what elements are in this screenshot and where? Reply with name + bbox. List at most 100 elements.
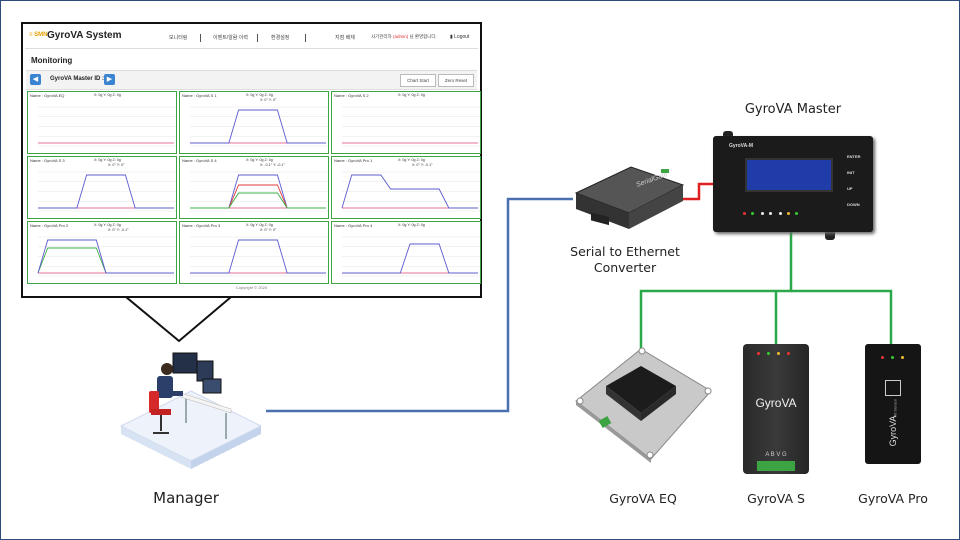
- panel-angle-readout: X: 0° Y: -0.1°: [108, 228, 129, 232]
- panel-plot: [342, 236, 480, 277]
- panel-plot: [190, 106, 328, 147]
- menu-event-history[interactable]: 이벤트/알람 이력: [213, 35, 248, 41]
- panel-name: Name : GyroVA Pro 2: [30, 223, 69, 228]
- gyrova-pro-device: GyroVA Tilt Sensor: [865, 344, 921, 464]
- panel-angle-readout: X: 0° Y: 0°: [108, 163, 125, 167]
- panel-plot: [38, 171, 176, 212]
- panel-readout: X: 0g Y: 0g Z: 0g: [94, 223, 121, 227]
- status-led: [761, 212, 764, 215]
- panel-name: Name : GyroVA S 2: [334, 93, 369, 98]
- series-line: [341, 174, 478, 209]
- panel-name: Name : GyroVA Pro 3: [182, 223, 221, 228]
- master-lcd-display: [745, 158, 833, 192]
- panel-readout: X: 0g Y: 0g Z: 0g: [246, 223, 273, 227]
- status-led: [795, 212, 798, 215]
- chart-panel: Name : GyroVA Pro 4 X: 0g Y: 0g Z: 0g: [331, 221, 481, 284]
- terminal-block: [757, 461, 795, 471]
- callout-pointer: [125, 296, 232, 343]
- master-title: GyroVA-M: [729, 143, 754, 149]
- gyrova-s-device: GyroVA A B V G: [743, 344, 809, 474]
- status-led: [751, 212, 754, 215]
- gyrova-eq-device: [575, 347, 712, 463]
- panel-plot: [190, 236, 328, 277]
- bus-line: [639, 232, 793, 353]
- bus-line-gyropro: [791, 289, 893, 344]
- pro-label: GyroVA Pro: [858, 491, 928, 506]
- panel-readout: X: 0g Y: 0g Z: 0g: [246, 93, 273, 97]
- init-key: INIT: [847, 170, 855, 175]
- pro-logo-icon: [885, 380, 901, 396]
- chart-panel: Name : GyroVA EQ X: 0g Y: 0g Z: 0g: [27, 91, 177, 154]
- status-led: [787, 212, 790, 215]
- gyropro-subtext: Tilt Sensor: [892, 399, 898, 418]
- app-logo: ≡ SMN: [29, 32, 48, 38]
- series-line: [190, 109, 326, 144]
- copyright: Copyright © 2020: [235, 285, 268, 290]
- chart-panel: Name : GyroVA S 2 X: 0g Y: 0g Z: 0g: [331, 91, 481, 154]
- gyrova-master-device: GyroVA-M ENTER INIT UP DOWN: [713, 136, 873, 232]
- user-greeting: 사기관리자 (admin) 님 환영합니다.: [371, 34, 437, 39]
- panel-readout: X: 0g Y: 0g Z: 0g: [398, 223, 425, 227]
- panel-angle-readout: X: 0° Y: 0°: [260, 98, 277, 102]
- status-led: [779, 212, 782, 215]
- status-led: [743, 212, 746, 215]
- down-key: DOWN: [847, 202, 860, 207]
- panel-readout: X: 0g Y: 0g Z: 0g: [398, 93, 425, 97]
- panel-readout: X: 0g Y: 0g Z: 0g: [246, 158, 273, 162]
- panel-name: Name : GyroVA S 1: [182, 93, 217, 98]
- menu-settings[interactable]: 환경설정: [271, 35, 290, 41]
- series-line: [37, 239, 174, 274]
- eq-label: GyroVA EQ: [609, 491, 677, 506]
- prev-master-button[interactable]: ◀: [30, 74, 41, 85]
- series-line: [190, 192, 326, 209]
- panel-plot: [341, 171, 480, 212]
- panel-angle-readout: X: -0.1° Y: -0.1°: [260, 163, 285, 167]
- monitoring-screen-callout: ≡ SMN GyroVA System 모니터링 이벤트/알람 이력 환경설정 …: [21, 22, 482, 298]
- panel-plot: [38, 106, 176, 147]
- control-bar: ◀ GyroVA Master ID : 1 ▶ Chart Start Zer…: [26, 70, 477, 90]
- s-label: GyroVA S: [747, 491, 805, 506]
- master-id-label: GyroVA Master ID : 1: [50, 76, 110, 82]
- menu-monitoring[interactable]: 모니터링: [169, 35, 188, 41]
- manager-illustration: [119, 352, 263, 469]
- chart-start-button[interactable]: Chart Start: [400, 74, 436, 87]
- status-led: [769, 212, 772, 215]
- panel-readout: X: 0g Y: 0g Z: 0g: [94, 158, 121, 162]
- serial-line: [683, 182, 715, 201]
- panel-readout: X: 0g Y: 0g Z: 0g: [94, 93, 121, 97]
- panel-angle-readout: X: 0° Y: 0°: [260, 228, 277, 232]
- panel-name: Name : GyroVA EQ: [30, 93, 65, 98]
- up-key: UP: [847, 186, 853, 191]
- section-title: Monitoring: [31, 56, 73, 65]
- series-line: [342, 243, 478, 274]
- panel-name: Name : GyroVA S 4: [182, 158, 217, 163]
- enter-key: ENTER: [847, 154, 861, 159]
- menu-site[interactable]: 지점 배재: [335, 35, 355, 41]
- series-line: [37, 247, 174, 274]
- series-line: [190, 184, 326, 209]
- gyros-terminal-labels: A B V G: [765, 452, 787, 458]
- panel-name: Name : GyroVA Pro 4: [334, 223, 373, 228]
- series-line: [190, 239, 326, 274]
- serial-ethernet-converter: SerialGate: [574, 166, 685, 229]
- manager-label: Manager: [153, 489, 219, 507]
- zero-reset-button[interactable]: Zero Reset: [438, 74, 474, 87]
- app-header: ≡ SMN GyroVA System 모니터링 이벤트/알람 이력 환경설정 …: [25, 26, 478, 49]
- panel-readout: X: 0g Y: 0g Z: 0g: [398, 158, 425, 162]
- panel-name: Name : GyroVA S 3: [30, 158, 65, 163]
- converter-label: Serial to Ethernet Converter: [570, 244, 680, 275]
- panel-name: Name : GyroVA Pro 1: [334, 158, 373, 163]
- next-master-button[interactable]: ▶: [104, 74, 115, 85]
- logout-link[interactable]: ▮ Logout: [450, 34, 470, 40]
- panel-plot: [342, 106, 480, 147]
- panel-plot: [37, 236, 176, 277]
- system-title: GyroVA System: [47, 30, 122, 41]
